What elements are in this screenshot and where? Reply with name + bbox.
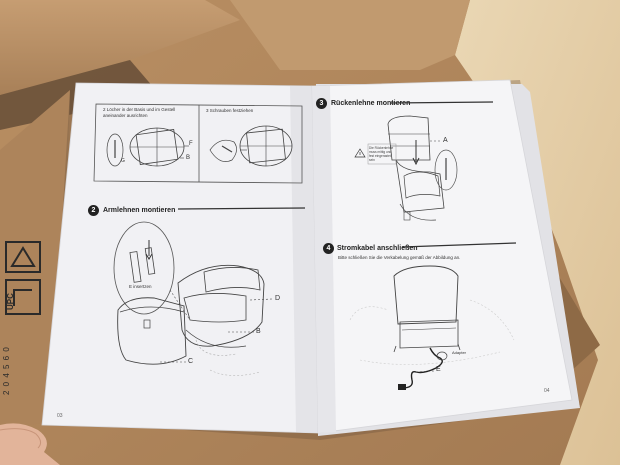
label-g: G — [121, 158, 125, 164]
box-print-icons — [5, 241, 41, 315]
section-3-number: 3 — [316, 98, 327, 109]
box-flap-top-left — [0, 0, 240, 95]
section-3-title: Rückenlehne montieren — [331, 100, 411, 107]
left-page-number: 03 — [57, 413, 63, 419]
label-a: A — [443, 137, 448, 144]
inset-caption: E insertzen — [129, 284, 152, 289]
box-flap-top-right — [230, 0, 470, 70]
label-f: F — [189, 141, 193, 147]
label-c: C — [188, 358, 194, 365]
label-d: D — [275, 295, 281, 302]
cable-caption: Adapter — [452, 350, 467, 355]
label-b-box: B — [186, 155, 191, 161]
warning-text: Die Rückenlehne muss mittig und fest ein… — [369, 146, 394, 162]
section-2-title: Armlehnen montieren — [103, 207, 176, 214]
section-4-instruction: Bitte schließen Sie die Verkabelung gemä… — [338, 255, 461, 260]
right-page-number: 04 — [544, 388, 550, 394]
step1-box1-caption: 2 Löcher in der Basis und im Gestell ane… — [103, 107, 176, 118]
label-b: B — [256, 328, 261, 335]
wood-board — [455, 0, 620, 465]
label-e: E — [436, 366, 441, 373]
step1-box2-caption: 3 Schrauben festziehen — [206, 108, 254, 113]
section-4-number: 4 — [323, 243, 334, 254]
section-4-title: Stromkabel anschließen — [337, 245, 418, 252]
section-2-number: 2 — [88, 205, 99, 216]
